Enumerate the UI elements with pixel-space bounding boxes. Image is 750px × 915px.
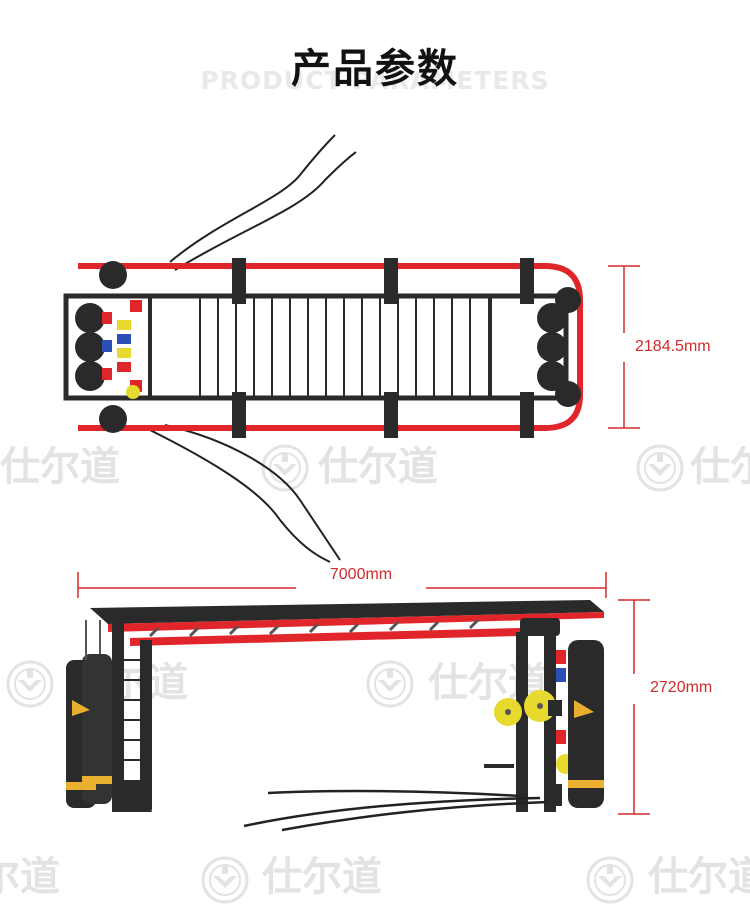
page-title: 产品参数 — [291, 46, 459, 92]
length-dimension-label: 7000mm — [329, 566, 393, 583]
height-dimension-label: 2720mm — [650, 679, 713, 696]
width-dimension-label: 2184.5mm — [635, 338, 711, 355]
page-subtitle: PRODUCT PARAMETERS — [200, 66, 550, 95]
